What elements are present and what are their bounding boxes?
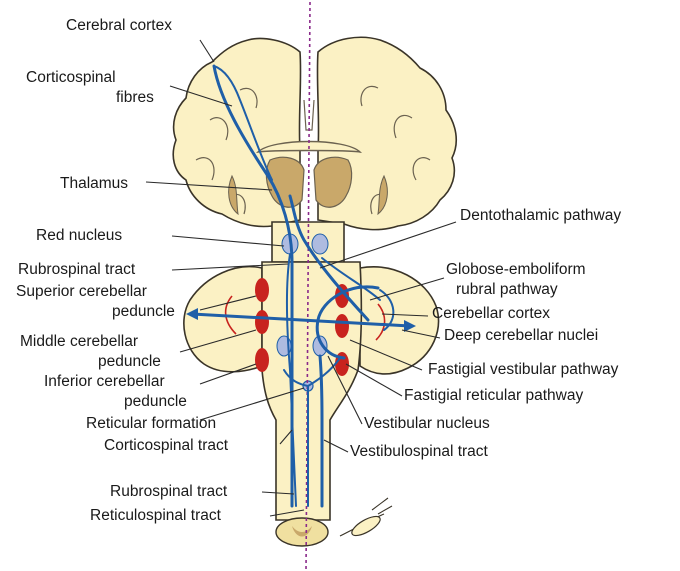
label-cerebellar-cortex: Cerebellar cortex: [432, 305, 550, 322]
label-vestibulospinal-tract: Vestibulospinal tract: [350, 443, 489, 460]
thalamus: [258, 142, 360, 208]
peduncles-left: [255, 278, 269, 372]
label-corticospinal-fibres-1: Corticospinal: [26, 69, 116, 86]
label-corticospinal-fibres-2: fibres: [116, 89, 154, 106]
red-nucleus-right: [312, 234, 328, 254]
label-fastigial-vestibular-pathway: Fastigial vestibular pathway: [428, 361, 619, 378]
label-red-nucleus: Red nucleus: [36, 227, 122, 244]
label-reticular-formation: Reticular formation: [86, 415, 216, 432]
label-corticospinal-tract: Corticospinal tract: [104, 437, 229, 454]
label-vestibular-nucleus: Vestibular nucleus: [364, 415, 490, 432]
label-deep-cerebellar-nuclei: Deep cerebellar nuclei: [444, 327, 598, 344]
label-inferior-cerebellar-1: Inferior cerebellar: [44, 373, 165, 390]
label-reticulospinal-tract: Reticulospinal tract: [90, 507, 222, 524]
label-globose-emboliform-1: Globose-emboliform: [446, 261, 586, 278]
label-dentothalamic-pathway: Dentothalamic pathway: [460, 207, 621, 224]
label-inferior-cerebellar-2: peduncle: [124, 393, 187, 410]
label-rubrospinal-tract-lower: Rubrospinal tract: [110, 483, 228, 500]
label-rubrospinal-tract-upper: Rubrospinal tract: [18, 261, 136, 278]
label-fastigial-reticular-pathway: Fastigial reticular pathway: [404, 387, 583, 404]
label-middle-cerebellar-1: Middle cerebellar: [20, 333, 138, 350]
label-globose-emboliform-2: rubral pathway: [456, 281, 558, 298]
spinal-nerve: [340, 498, 392, 539]
label-superior-cerebellar-1: Superior cerebellar: [16, 283, 147, 300]
label-cerebral-cortex: Cerebral cortex: [66, 17, 172, 34]
label-thalamus: Thalamus: [60, 175, 128, 192]
label-middle-cerebellar-2: peduncle: [98, 353, 161, 370]
label-superior-cerebellar-2: peduncle: [112, 303, 175, 320]
